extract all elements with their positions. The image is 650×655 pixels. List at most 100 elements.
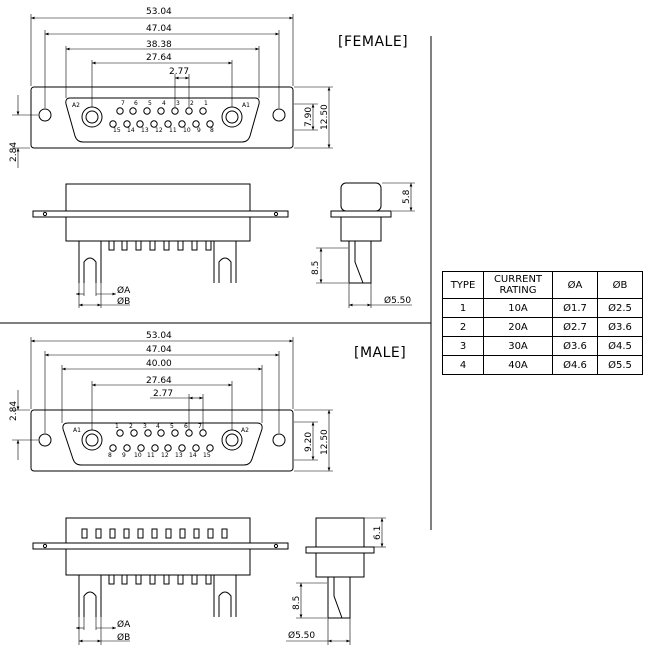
table-cell: Ø1.7 [552,298,598,318]
dim-offset: 2.84 [9,142,19,162]
dim-mounting: 47.04 [146,24,172,34]
dim-flange: 6.1 [373,526,383,540]
dim-flange: 5.8 [402,189,412,204]
table-cell: 2 [442,317,484,337]
table-cell: Ø4.5 [597,336,643,356]
male-side-view: ØA ØB [33,518,288,645]
pin-label: 15 [203,452,211,459]
pin-label: 7 [121,100,125,107]
dim-tail: 8.5 [292,596,302,610]
pin-label: 7 [198,423,202,430]
table-cell: 1 [442,298,484,318]
dim-dia-a: ØA [117,285,131,296]
table-cell: 3 [442,336,484,356]
table-row: 2 20A Ø2.7 Ø3.6 [442,317,643,337]
dim-dia-a: ØA [117,619,131,630]
dim-height-outer: 12.50 [320,429,330,455]
male-title: [MALE] [354,345,406,361]
pin-label: 2 [129,423,133,430]
dim-height-outer: 12.50 [320,104,330,130]
female-end-view: 5.8 8.5 Ø5.50 [311,183,415,308]
pin-label: 13 [175,452,183,459]
pin-label: 10 [134,452,142,459]
pin-label: 9 [197,127,201,134]
female-front-view: A2 7 6 5 4 3 2 1 A1 15 14 13 12 11 10 9 … [9,7,333,168]
pin-label: 13 [141,127,149,134]
pin-label: 4 [162,100,166,107]
dim-overall: 53.04 [146,331,172,341]
pin-label: 6 [184,423,188,430]
pin-label: 8 [108,452,112,459]
dim-shell: 38.38 [146,40,172,50]
pin-label: 1 [115,423,119,430]
pin-label: 2 [190,100,194,107]
pin-label: 12 [161,452,169,459]
pin-label: A1 [242,102,250,109]
header-current-rating: CURRENT RATING [483,271,553,299]
pin-label: A2 [241,427,249,434]
pin-label: 8 [210,127,214,134]
table-cell: Ø5.5 [597,355,643,375]
table-cell: 40A [483,355,553,375]
dim-dia-pcb: Ø5.50 [384,295,411,306]
pin-label: A2 [72,102,80,109]
dim-height-inner: 7.90 [304,107,314,127]
table-cell: 10A [483,298,553,318]
dim-dia-b: ØB [117,296,130,307]
dim-tail: 8.5 [311,261,321,275]
table-row: 4 40A Ø4.6 Ø5.5 [442,355,643,375]
pin-label: 4 [156,423,160,430]
female-contact-row [109,241,211,250]
table-header-row: TYPE CURRENT RATING ØA ØB [442,271,643,299]
male-front-view: A1 1 2 3 4 5 6 7 A2 8 9 10 11 12 13 14 1… [9,331,333,471]
dim-mounting: 47.04 [146,345,172,355]
pin-label: 15 [113,127,121,134]
spec-table: TYPE CURRENT RATING ØA ØB 1 10A Ø1.7 Ø2.… [442,271,643,375]
dim-dia-b: ØB [117,632,130,643]
header-dia-b: ØB [597,271,643,299]
table-row: 3 30A Ø3.6 Ø4.5 [442,336,643,356]
dim-pin-row: 27.64 [146,53,172,63]
female-side-view: ØA ØB [33,184,288,308]
pin-label: 11 [147,452,155,459]
dim-pin-row: 27.64 [146,376,172,386]
table-cell: Ø3.6 [597,317,643,337]
pin-label: 5 [148,100,152,107]
table-cell: 4 [442,355,484,375]
female-title: [FEMALE] [338,34,408,50]
table-cell: Ø4.6 [552,355,598,375]
table-cell: Ø3.6 [552,336,598,356]
male-pin-row-top [117,430,206,436]
dim-shell: 40.00 [146,359,172,369]
table-row: 1 10A Ø1.7 Ø2.5 [442,298,643,318]
pin-label: 3 [176,100,180,107]
male-end-view: 6.1 8.5 Ø5.50 [286,518,386,645]
header-dia-a: ØA [552,271,598,299]
male-contact-row-top [82,529,227,538]
pin-label: 14 [127,127,135,134]
table-cell: Ø2.5 [597,298,643,318]
pin-label: 5 [170,423,174,430]
pin-label: 12 [155,127,163,134]
table-cell: 30A [483,336,553,356]
pin-label: 10 [183,127,191,134]
pin-label: 1 [204,100,208,107]
male-contact-row-bottom [109,575,211,584]
pin-label: A1 [73,427,81,434]
pin-label: 11 [169,127,177,134]
pin-label: 14 [189,452,197,459]
pin-label: 3 [143,423,147,430]
dim-offset: 2.84 [9,401,19,421]
female-pin-row-bottom [110,121,213,127]
table-cell: 20A [483,317,553,337]
dim-pitch: 2.77 [153,389,173,399]
header-type: TYPE [442,271,484,299]
dim-overall: 53.04 [146,7,172,17]
table-cell: Ø2.7 [552,317,598,337]
dim-pitch: 2.77 [169,67,189,77]
female-pin-row-top [117,108,206,114]
dim-height-inner: 9.20 [304,432,314,452]
pin-label: 9 [122,452,126,459]
pin-label: 6 [134,100,138,107]
